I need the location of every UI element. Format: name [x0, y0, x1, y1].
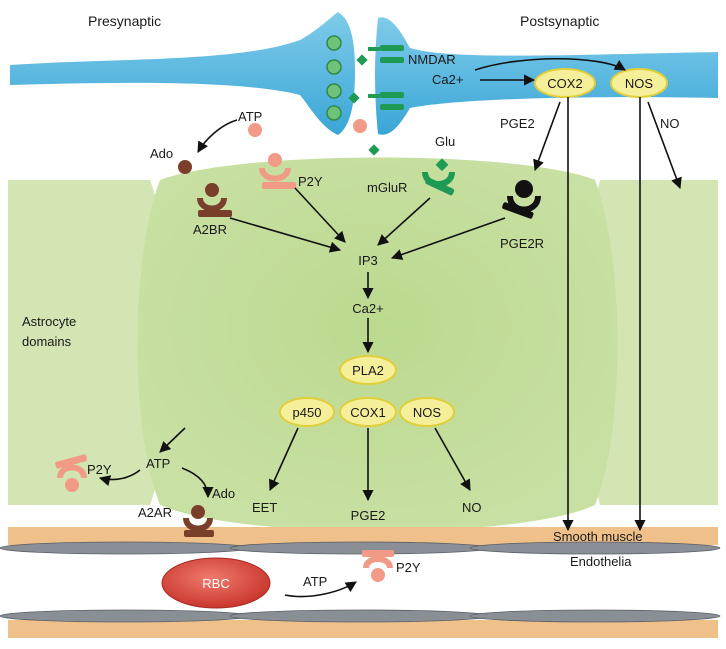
postsynaptic-label: Postsynaptic: [520, 13, 599, 29]
nmdar-receptor: [368, 45, 404, 63]
p450-enzyme: [279, 397, 335, 427]
atp-released: [353, 119, 367, 133]
endothelium-upper: [0, 541, 721, 555]
atp-top-label: ATP: [238, 109, 262, 124]
pla2-label: PLA2: [352, 363, 384, 378]
glutamate-molecule: [368, 144, 380, 156]
vesicle: [326, 35, 342, 51]
left-astrocyte-domain: [8, 180, 173, 505]
pge2-post-label: PGE2: [500, 116, 535, 131]
cox1-label: COX1: [350, 405, 385, 420]
vesicle: [326, 59, 342, 75]
astrocyte-label-line2: domains: [22, 334, 72, 349]
mglur-label: mGluR: [367, 180, 407, 195]
rbc-label: RBC: [202, 576, 229, 591]
smooth-muscle-layer-bottom: [8, 620, 718, 638]
endothelium-lower: [0, 609, 721, 623]
nmdar-label: NMDAR: [408, 52, 456, 67]
p2y-left-label: P2Y: [87, 462, 112, 477]
p2y-bottom-label: P2Y: [396, 560, 421, 575]
presynaptic-label: Presynaptic: [88, 13, 161, 29]
nos-enzyme-post: [610, 68, 668, 98]
nos-post-label: NOS: [625, 76, 654, 91]
nos-enzyme-astro: [399, 397, 455, 427]
pla2-enzyme: [339, 355, 397, 385]
nmdar-receptor: [368, 92, 404, 110]
pge2r-label: PGE2R: [500, 236, 544, 251]
eet-label: EET: [252, 500, 277, 515]
right-astrocyte-domain: [583, 180, 718, 505]
a2b-receptor: [197, 183, 232, 217]
no-bottom-label: NO: [462, 500, 482, 515]
smooth-muscle-label: Smooth muscle: [553, 529, 643, 544]
p2y-receptor-top: [259, 153, 296, 189]
ado-left-label: Ado: [212, 486, 235, 501]
endothelia-label: Endothelia: [570, 554, 632, 569]
a2a-receptor: [183, 505, 214, 537]
adenosine-molecule: [178, 160, 192, 174]
mglur-receptor: [422, 158, 455, 196]
p2y-receptor-left: [55, 454, 88, 492]
glutamate-molecule: [356, 54, 368, 66]
p2y-top-label: P2Y: [298, 174, 323, 189]
ca-post-label: Ca2+: [432, 72, 463, 87]
presynaptic-terminal: [10, 12, 355, 135]
glu-label: Glu: [435, 134, 455, 149]
pge2-receptor: [502, 180, 541, 219]
central-astrocyte-domain: [137, 157, 618, 532]
pge2-bottom-label: PGE2: [351, 508, 386, 523]
atp-molecule: [248, 123, 262, 137]
cox1-enzyme: [339, 397, 397, 427]
p2y-receptor-bottom: [362, 550, 394, 582]
pathway-arrows: [98, 58, 682, 598]
atp-vessel-label: ATP: [303, 574, 327, 589]
vesicle: [326, 105, 342, 121]
ado-top-label: Ado: [150, 146, 173, 161]
ip3-label: IP3: [358, 253, 378, 268]
a2br-label: A2BR: [193, 222, 227, 237]
red-blood-cell: [161, 557, 271, 609]
nos-astro-label: NOS: [413, 405, 442, 420]
astrocyte-label-line1: Astrocyte: [22, 314, 76, 329]
a2ar-label: A2AR: [138, 505, 172, 520]
vesicle: [326, 83, 342, 99]
cox2-label: COX2: [547, 76, 582, 91]
atp-left-label: ATP: [146, 456, 170, 471]
p450-label: p450: [293, 405, 322, 420]
no-post-label: NO: [660, 116, 680, 131]
ca-astro-label: Ca2+: [352, 301, 383, 316]
